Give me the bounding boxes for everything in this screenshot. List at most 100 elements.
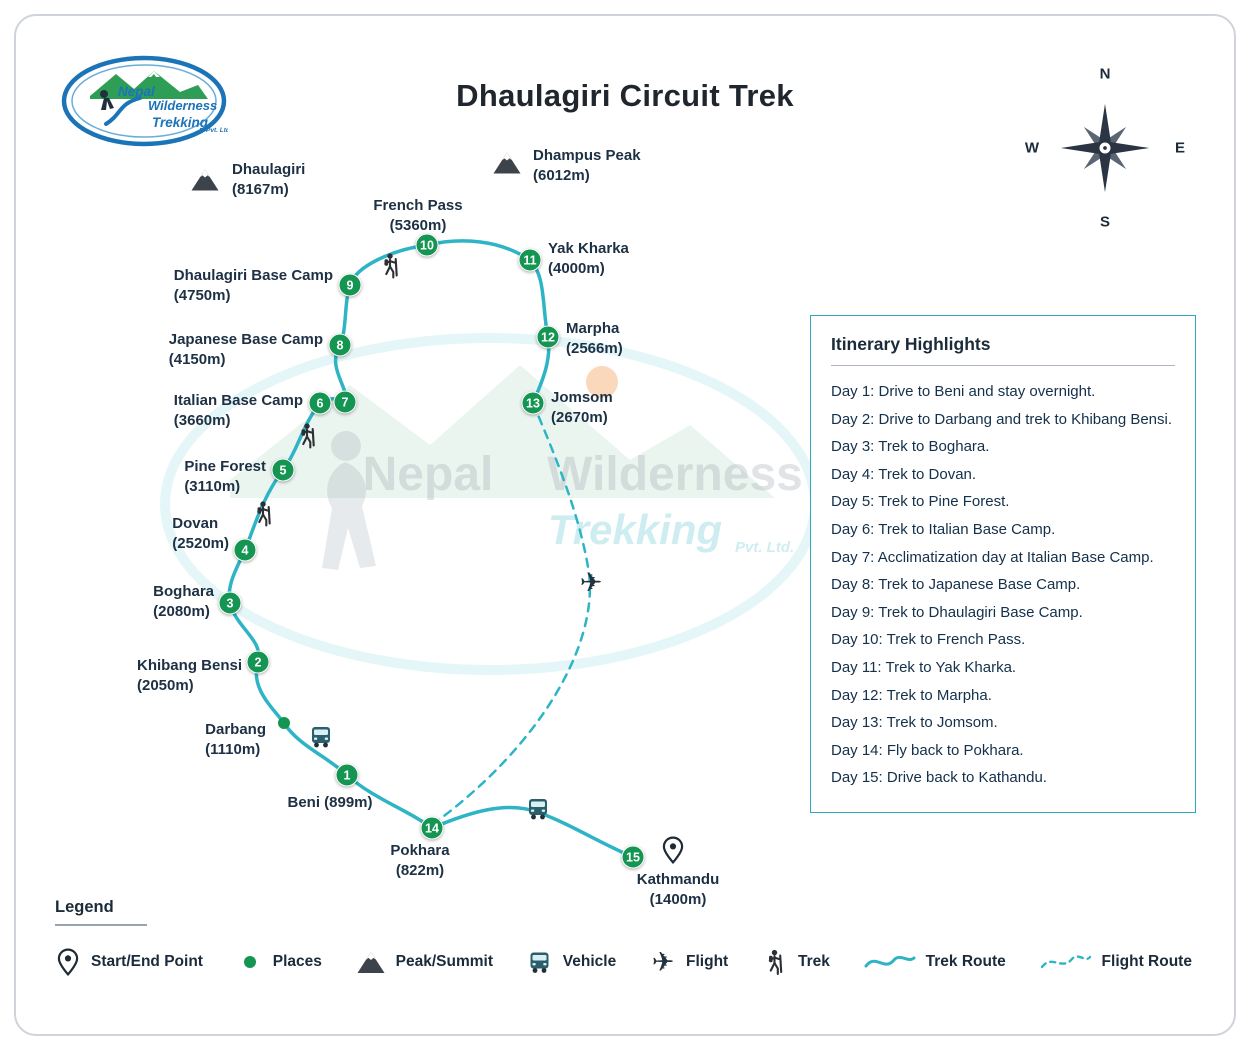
itinerary-day-15: Day 15: Drive back to Kathandu. [831,769,1047,787]
logo-text-trekking: Trekking [152,115,209,130]
waypoint-marker-11: 11 [518,248,542,272]
compass-north-label: N [1099,65,1111,83]
waypoint-label-4: Dovan(2520m) [172,515,229,552]
watermark-sun [586,366,618,398]
logo-trail [104,96,142,126]
itinerary-box: Itinerary Highlights Day 1: Drive to Ben… [810,315,1196,813]
peak-icon [356,950,386,975]
plane-icon: ✈ [651,946,675,978]
waypoint-label-9: Dhaulagiri Base Camp(4750m) [173,267,333,304]
waypoint-marker-8: 8 [328,333,352,357]
peak-icon-0 [190,168,220,193]
waypoint-marker-12: 12 [536,325,560,349]
waypoint-label-5: Pine Forest(3110m) [184,458,266,495]
trek-route-icon [864,951,916,973]
legend-item-label: Peak/Summit [395,953,494,970]
compass: N W E S [1020,60,1190,240]
hiker-icon-1 [297,423,318,450]
dot-icon [237,956,263,968]
legend-item-flight-route: Flight Route [1040,951,1192,973]
logo-hiker [100,90,108,98]
legend-item-label: Trek Route [925,953,1006,970]
waypoint-marker-5: 5 [271,458,295,482]
itinerary-day-1: Day 1: Drive to Beni and stay overnight. [831,383,1096,400]
waypoint-label-1: Beni (899m) [287,794,373,811]
waypoint-marker-6: 6 [308,391,332,415]
waypoint-label-2: Khibang Bensi(2050m) [136,657,242,694]
waypoint-label-13: Jomsom(2670m) [551,389,613,426]
waypoint-label-15: Kathmandu(1400m) [636,871,720,908]
waypoint-marker-2: 2 [246,650,270,674]
waypoint-marker-1: 1 [335,763,359,787]
itinerary-day-9: Day 9: Trek to Dhaulagiri Base Camp. [831,603,1083,621]
itinerary-day-13: Day 13: Trek to Jomsom. [831,714,998,732]
waypoint-label-6: Italian Base Camp(3660m) [173,392,303,429]
peak-label-0: Dhaulagiri(8167m) [232,161,306,198]
logo-text-wilderness: Wilderness [148,98,217,113]
waypoint-marker-13: 13 [521,391,545,415]
waypoint-marker-10: 10 [415,233,439,257]
watermark-text-suffix: Pvt. Ltd. [735,539,794,556]
itinerary-day-11: Day 11: Trek to Yak Kharka. [831,658,1017,676]
itinerary-day-3: Day 3: Trek to Boghara. [831,438,990,456]
waypoint-label-8: Japanese Base Camp(4150m) [168,331,323,368]
legend-item-dot: Places [237,953,322,971]
legend-item-hiker: Trek [762,949,830,976]
hiker-icon [762,949,788,976]
legend-item-bus: Vehicle [527,951,616,974]
compass-west-label: W [1024,139,1040,157]
waypoint-marker-3: 3 [218,591,242,615]
peak-label-1: Dhampus Peak(6012m) [533,147,641,184]
itinerary-day-4: Day 4: Trek to Dovan. [831,465,977,483]
bus-icon-4 [526,798,551,821]
legend-item-label: Trek [797,953,830,970]
itinerary-title: Itinerary Highlights [831,334,991,354]
waypoint-label-3: Boghara(2080m) [153,583,214,620]
waypoint-marker-14: 14 [420,816,444,840]
legend-item-plane: ✈Flight [650,946,729,978]
waypoint-label-12: Marpha(2566m) [566,320,623,357]
itinerary-day-14: Day 14: Fly back to Pokhara. [831,741,1024,759]
waypoint-label-14: Pokhara(822m) [390,842,450,879]
compass-east-label: E [1174,139,1186,157]
itinerary-day-10: Day 10: Trek to French Pass. [831,631,1026,649]
itinerary-day-12: Day 12: Trek to Marpha. [831,686,992,704]
itinerary-list: Day 1: Drive to Beni and stay overnight.… [831,378,1175,792]
compass-south-label: S [1099,213,1111,231]
place-dot-darbang [278,717,290,729]
legend-row: Start/End Point Places Peak/Summit Vehicle ✈… [55,948,1192,976]
compass-rose [1060,103,1150,193]
waypoint-marker-9: 9 [338,273,362,297]
logo-text-nepal: Nepal [118,84,155,99]
waypoint-label-10: French Pass(5360m) [373,197,463,234]
legend-item-label: Start/End Point [91,953,203,970]
legend-underline [55,924,147,926]
itinerary-day-6: Day 6: Trek to Italian Base Camp. [831,520,1056,538]
logo-text-suffix: Pvt. Ltd. [206,127,228,134]
legend-item-peak: Peak/Summit [356,950,493,975]
hiker-icon-0 [253,501,274,528]
company-logo: Nepal Wilderness Trekking Pvt. Ltd. [60,54,232,153]
itinerary-day-5: Day 5: Trek to Pine Forest. [831,493,1010,511]
page-title: Dhaulagiri Circuit Trek [456,78,794,113]
waypoint-marker-4: 4 [233,538,257,562]
place-label-darbang: Darbang(1110m) [205,721,266,758]
itinerary-day-2: Day 2: Drive to Darbang and trek to Khib… [831,410,1173,428]
legend-item-pin: Start/End Point [55,948,203,976]
plane-icon-5: ✈ [579,567,603,599]
hiker-icon-2 [380,253,401,280]
logo-mountains [90,71,208,99]
peak-icon-1 [492,151,522,176]
flight-route-icon [1040,951,1092,973]
itinerary-day-7: Day 7: Acclimatization day at Italian Ba… [831,548,1154,566]
legend-item-label: Places [272,953,322,970]
bus-icon-3 [309,726,334,749]
itinerary-day-8: Day 8: Trek to Japanese Base Camp. [831,576,1081,594]
waypoint-marker-7: 7 [333,390,357,414]
legend-item-label: Vehicle [562,953,617,970]
legend-item-label: Flight Route [1101,953,1192,970]
legend-title: Legend [55,898,114,916]
pin-icon [55,948,81,976]
waypoint-label-11: Yak Kharka(4000m) [548,240,629,277]
